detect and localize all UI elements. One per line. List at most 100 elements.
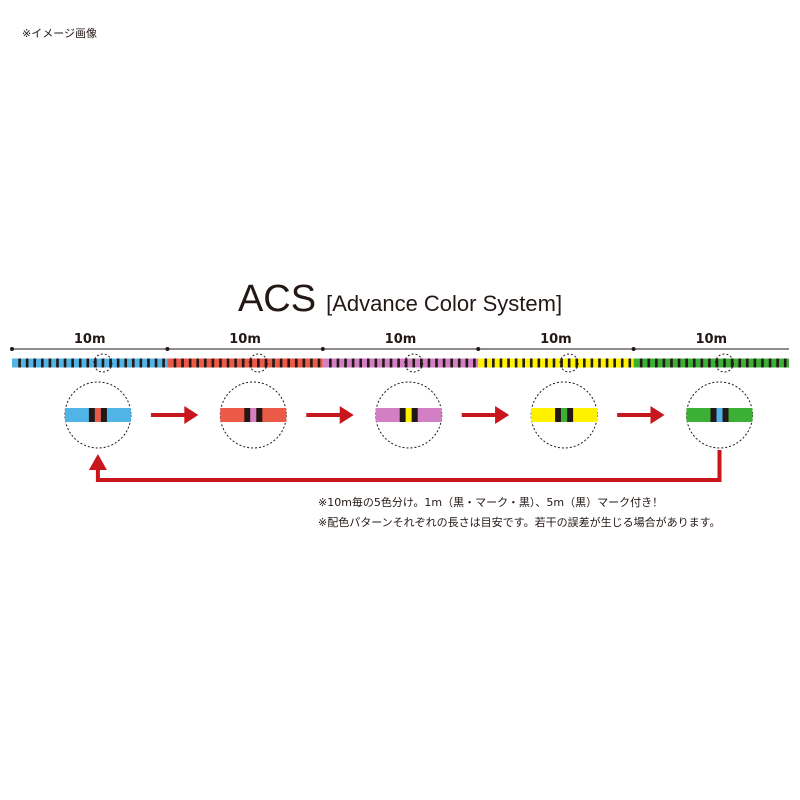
note-line-1: ※10m毎の5色分け。1m（黒・マーク・黒）、5m（黒）マーク付き！ [318, 496, 664, 509]
magnified-color-mark [250, 408, 257, 422]
line-segment-red [167, 358, 323, 368]
meter-mark [147, 358, 150, 368]
next-color-arrowhead [495, 406, 510, 424]
meter-mark [310, 358, 313, 368]
meter-mark [499, 358, 503, 368]
meter-mark [450, 358, 453, 368]
meter-mark [514, 358, 518, 368]
meter-mark [33, 358, 37, 368]
meter-mark [583, 358, 586, 368]
meter-mark [162, 358, 165, 368]
meter-mark [249, 358, 253, 368]
meter-mark [545, 358, 548, 368]
line-segment-pink [322, 358, 479, 368]
meter-mark [507, 358, 510, 368]
meter-mark [484, 358, 488, 368]
meter-mark [374, 358, 378, 368]
meter-mark [692, 358, 696, 368]
meter-mark [670, 358, 673, 368]
magnified-black-mark [256, 408, 263, 422]
meter-mark [302, 358, 306, 368]
meter-mark [219, 358, 222, 368]
meter-mark [234, 358, 237, 368]
meter-mark [397, 358, 400, 368]
zoom-marker-circle [715, 353, 735, 373]
meter-mark [404, 358, 408, 368]
meter-mark [647, 358, 651, 368]
meter-mark [700, 358, 704, 368]
meter-mark [427, 358, 431, 368]
meter-mark [257, 358, 260, 368]
meter-mark [442, 358, 446, 368]
meter-mark [628, 358, 632, 368]
page-title: ACS[Advance Color System] [0, 278, 800, 321]
next-color-arrowhead [650, 406, 665, 424]
zoom-marker-circle [404, 353, 424, 373]
line-segment-yellow [478, 358, 634, 368]
meter-mark [746, 358, 749, 368]
meter-mark [723, 358, 726, 368]
meter-mark [590, 358, 594, 368]
meter-mark [154, 358, 158, 368]
meter-mark [575, 358, 579, 368]
meter-mark [708, 358, 711, 368]
meter-mark [272, 358, 275, 368]
zoom-marker-circle [559, 353, 579, 373]
meter-mark [48, 358, 52, 368]
meter-mark [537, 358, 541, 368]
image-note: ※イメージ画像 [22, 27, 97, 40]
magnified-color-mark [94, 408, 101, 422]
meter-mark [336, 358, 340, 368]
meter-mark [226, 358, 230, 368]
magnified-black-mark [722, 408, 729, 422]
meter-mark [287, 358, 290, 368]
meter-mark [188, 358, 192, 368]
meter-mark [351, 358, 355, 368]
meter-mark [412, 358, 416, 368]
meter-mark [139, 358, 143, 368]
meter-mark [173, 358, 177, 368]
loop-back-arrowhead [88, 454, 107, 470]
magnified-black-mark [88, 408, 95, 422]
title-main: ACS [237, 278, 317, 320]
meter-mark [204, 358, 207, 368]
meter-mark [613, 358, 616, 368]
meter-mark [552, 358, 556, 368]
meter-mark [94, 358, 97, 368]
line-segment-green [633, 358, 789, 368]
segment-length-label: 10m [229, 332, 261, 347]
meter-mark [359, 358, 363, 368]
meter-mark [389, 358, 393, 368]
next-color-arrowhead [339, 406, 354, 424]
meter-mark [329, 358, 332, 368]
meter-mark [116, 358, 120, 368]
meter-mark [677, 358, 681, 368]
magnified-black-mark [100, 408, 107, 422]
magnified-color-mark [405, 408, 412, 422]
meter-mark [522, 358, 525, 368]
dimension-tick [476, 347, 481, 351]
meter-mark [56, 358, 59, 368]
meter-mark [181, 358, 184, 368]
segment-length-label: 10m [74, 332, 106, 347]
meter-mark [86, 358, 90, 368]
meter-mark [605, 358, 609, 368]
meter-mark [131, 358, 135, 368]
meter-mark [465, 358, 469, 368]
meter-mark [492, 358, 495, 368]
meter-mark [753, 358, 757, 368]
meter-mark [344, 358, 347, 368]
note-line-2: ※配色パターンそれぞれの長さは目安です。若干の誤差が生じる場合があります。 [318, 516, 721, 529]
magnified-black-mark [555, 408, 562, 422]
dimension-tick [631, 347, 636, 351]
meter-mark [457, 358, 461, 368]
magnified-color-mark [561, 408, 568, 422]
meter-mark [639, 358, 643, 368]
segment-length-label: 10m [540, 332, 572, 347]
loop-back-arrow [95, 450, 722, 482]
magnified-black-mark [567, 408, 574, 422]
meter-mark [662, 358, 666, 368]
meter-mark [264, 358, 268, 368]
meter-mark [715, 358, 719, 368]
